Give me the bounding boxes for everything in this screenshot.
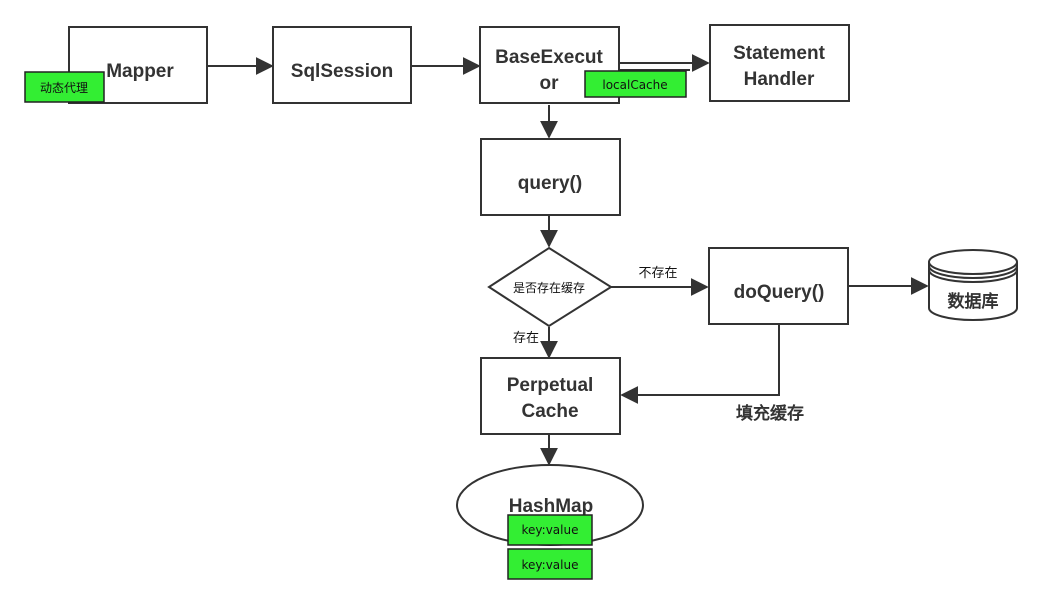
key-value-tag-1: key:value: [507, 514, 593, 546]
cache-decision-label: 是否存在缓存: [513, 281, 585, 295]
local-cache-label: localCache: [602, 78, 667, 92]
statement-handler-label-line1: Statement: [733, 43, 826, 64]
not-exists-label: 不存在: [638, 266, 677, 281]
sqlsession-label: SqlSession: [291, 61, 393, 82]
cache-decision-node: 是否存在缓存: [487, 246, 613, 328]
database-node: 数据库: [928, 249, 1018, 321]
edges: [208, 54, 929, 466]
statement-handler-label-line2: Handler: [744, 69, 815, 90]
key-value-tag-2: key:value: [507, 548, 593, 580]
dynamic-proxy-tag: 动态代理: [24, 71, 105, 103]
dynamic-proxy-label: 动态代理: [40, 81, 88, 95]
base-executor-label-line1: BaseExecut: [495, 47, 603, 68]
fill-cache-label: 填充缓存: [736, 403, 804, 424]
statement-handler-node: Statement Handler: [709, 24, 850, 102]
edge-doquery-to-perpetualcache: [620, 325, 780, 404]
perpetual-cache-label-line1: Perpetual: [507, 375, 594, 396]
doquery-label: doQuery(): [734, 282, 825, 303]
query-label: query(): [518, 173, 582, 194]
base-executor-label-line2: or: [540, 73, 560, 94]
exists-label: 存在: [513, 331, 539, 346]
database-label: 数据库: [948, 291, 999, 311]
hashmap-node: HashMap: [456, 464, 644, 546]
mapper-label: Mapper: [106, 61, 174, 82]
hashmap-label: HashMap: [509, 496, 593, 517]
perpetual-cache-label-line2: Cache: [521, 401, 578, 422]
key-value-label-2: key:value: [522, 558, 579, 572]
perpetual-cache-node: Perpetual Cache: [480, 357, 621, 435]
doquery-node: doQuery(): [708, 247, 849, 325]
local-cache-tag: localCache: [584, 70, 687, 98]
key-value-label-1: key:value: [522, 523, 579, 537]
sqlsession-node: SqlSession: [272, 26, 412, 104]
query-node: query(): [480, 138, 621, 216]
